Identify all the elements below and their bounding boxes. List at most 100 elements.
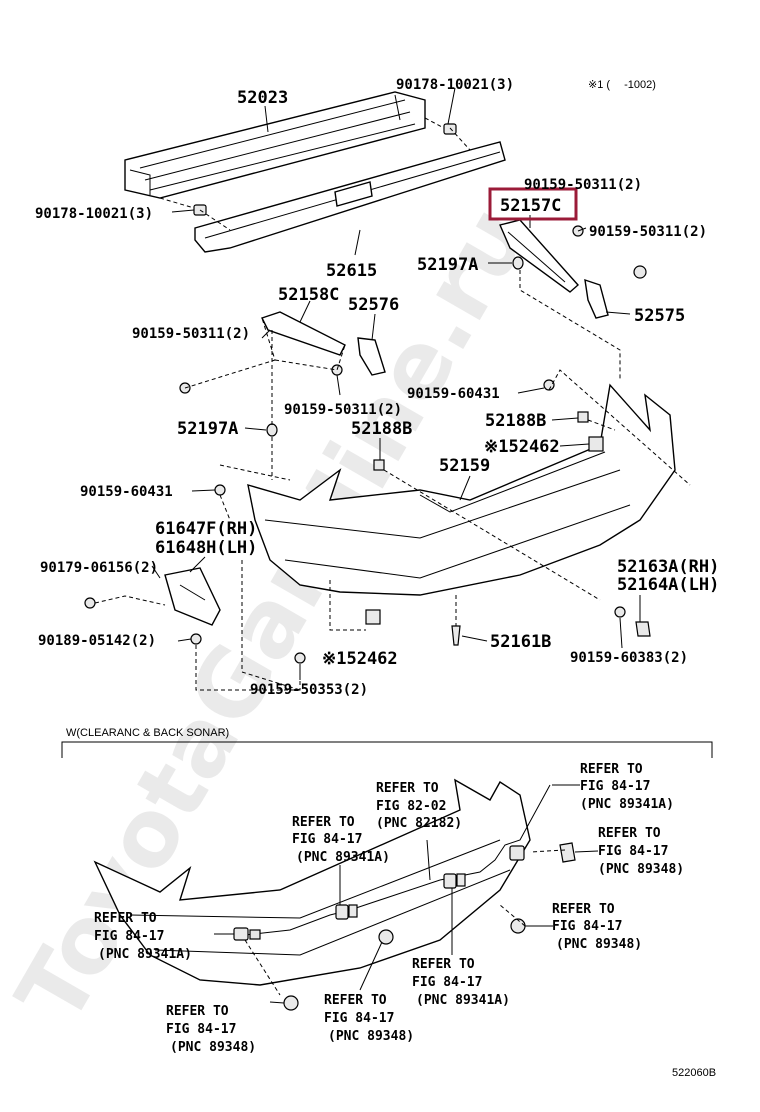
ref-r2[interactable]: REFER TO FIG 82-02 (PNC 82182) (376, 781, 462, 831)
label-52615[interactable]: 52615 (326, 261, 377, 281)
svg-text:REFER TO: REFER TO (598, 826, 661, 841)
bolt-90159-60431-right[interactable] (543, 379, 555, 391)
label-52164a[interactable]: 52164A(LH) (617, 575, 719, 595)
sonar-sensor-left-center[interactable] (335, 904, 358, 920)
label-90179-06156[interactable]: 90179-06156(2) (40, 560, 158, 576)
svg-text:FIG 84-17: FIG 84-17 (292, 832, 362, 847)
ref-r6[interactable]: REFER TO FIG 84-17 (PNC 89341A) (94, 911, 192, 962)
label-52023[interactable]: 52023 (237, 88, 288, 108)
screw-90159-50353[interactable] (294, 652, 306, 664)
ref-r5[interactable]: REFER TO FIG 84-17 (PNC 89348) (552, 902, 642, 952)
part-52163a-52164a[interactable] (635, 621, 651, 637)
label-52576[interactable]: 52576 (348, 295, 399, 315)
label-52157c[interactable]: 52157C (500, 196, 561, 216)
svg-text:REFER TO: REFER TO (292, 815, 355, 830)
sonar-sensor-left-corner[interactable] (233, 927, 261, 941)
label-90159-50311-left[interactable]: 90159-50311(2) (132, 326, 250, 342)
svg-text:FIG 84-17: FIG 84-17 (324, 1011, 394, 1026)
svg-text:FIG 84-17: FIG 84-17 (580, 779, 650, 794)
svg-text:(PNC 89341A): (PNC 89341A) (296, 850, 390, 865)
pad-52462-right[interactable] (588, 436, 604, 452)
clip-52188b-left[interactable] (373, 459, 385, 471)
svg-text:FIG 84-17: FIG 84-17 (598, 844, 668, 859)
ref-r8[interactable]: REFER TO FIG 84-17 (PNC 89348) (324, 993, 414, 1044)
label-52462-left[interactable]: ※152462 (322, 649, 398, 669)
label-61648h[interactable]: 61648H(LH) (155, 538, 257, 558)
part-52023-reinforcement[interactable] (124, 91, 426, 199)
label-90178-10021-left[interactable]: 90178-10021(3) (35, 206, 153, 222)
svg-text:(PNC 89348): (PNC 89348) (598, 862, 684, 877)
label-52188b-left[interactable]: 52188B (351, 419, 412, 439)
sonar-sensor-right-center[interactable] (443, 873, 466, 889)
label-52197a-right[interactable]: 52197A (417, 255, 478, 275)
clip-52197a-left[interactable] (266, 423, 278, 437)
ref-r9[interactable]: REFER TO FIG 84-17 (PNC 89348) (166, 1004, 256, 1055)
label-52161b[interactable]: 52161B (490, 632, 551, 652)
label-90159-50311-top[interactable]: 90159-50311(2) (524, 177, 642, 193)
sonar-sensor-right-corner[interactable] (509, 845, 525, 861)
svg-text:REFER TO: REFER TO (376, 781, 439, 796)
svg-text:REFER TO: REFER TO (166, 1004, 229, 1019)
figure-code: 522060B (672, 1067, 716, 1079)
svg-text:REFER TO: REFER TO (552, 902, 615, 917)
ref-r1[interactable]: REFER TO FIG 84-17 (PNC 89341A) (580, 762, 674, 812)
svg-text:(PNC 89341A): (PNC 89341A) (580, 797, 674, 812)
label-52163a[interactable]: 52163A(RH) (617, 557, 719, 577)
svg-text:(PNC 89348): (PNC 89348) (328, 1029, 414, 1044)
ref-r3[interactable]: REFER TO FIG 84-17 (PNC 89341A) (292, 815, 390, 865)
svg-text:FIG 84-17: FIG 84-17 (412, 975, 482, 990)
label-52575[interactable]: 52575 (634, 306, 685, 326)
highlight-box-52157c (488, 187, 578, 221)
part-61647f-61648h-bracket[interactable] (164, 567, 221, 626)
part-52158c-retainer[interactable] (261, 311, 346, 356)
screw-90189[interactable] (190, 633, 202, 645)
sonar-sensor-retainer-right-lower[interactable] (510, 918, 526, 934)
section-bracket (61, 741, 713, 758)
sonar-sensor-retainer-right[interactable] (559, 842, 576, 863)
svg-text:(PNC 89348): (PNC 89348) (170, 1040, 256, 1055)
svg-text:FIG 82-02: FIG 82-02 (376, 799, 446, 814)
label-52159[interactable]: 52159 (439, 456, 490, 476)
bolt-90159-50311-right[interactable] (633, 265, 647, 279)
part-52157c-retainer[interactable] (499, 219, 579, 293)
svg-text:(PNC 89341A): (PNC 89341A) (98, 947, 192, 962)
sonar-sensor-retainer-left[interactable] (283, 995, 299, 1011)
label-61647f[interactable]: 61647F(RH) (155, 519, 257, 539)
clip-52188b-right[interactable] (577, 411, 589, 423)
svg-text:REFER TO: REFER TO (412, 957, 475, 972)
label-52197a-left[interactable]: 52197A (177, 419, 238, 439)
bolt-90159-60431-left[interactable] (214, 484, 226, 496)
bolt-90178-left[interactable] (159, 197, 207, 216)
pad-52462-left[interactable] (365, 609, 381, 625)
nut-90179[interactable] (84, 597, 96, 609)
label-90159-50311-mid[interactable]: 90159-50311(2) (284, 402, 402, 418)
sonar-sensor-retainer-center[interactable] (378, 929, 394, 945)
part-52159-bumper-cover[interactable] (247, 383, 676, 596)
bolt-90178-right[interactable] (424, 117, 457, 135)
sonar-bumper-cover (93, 778, 531, 986)
part-52575-bracket[interactable] (584, 278, 609, 319)
label-52158c[interactable]: 52158C (278, 285, 339, 305)
label-90189-05142[interactable]: 90189-05142(2) (38, 633, 156, 649)
clip-52197a-right[interactable] (512, 256, 524, 270)
label-90159-50353[interactable]: 90159-50353(2) (250, 682, 368, 698)
svg-text:FIG 84-17: FIG 84-17 (166, 1022, 236, 1037)
bolt-90159-50311-mid[interactable] (331, 364, 343, 376)
label-90159-60431-right[interactable]: 90159-60431 (407, 386, 500, 402)
part-52615-absorber[interactable] (194, 141, 506, 253)
label-90159-60383[interactable]: 90159-60383(2) (570, 650, 688, 666)
clip-52161b[interactable] (451, 625, 461, 646)
label-90178-10021-top[interactable]: 90178-10021(3) (396, 77, 514, 93)
screw-90159-60383[interactable] (614, 606, 626, 618)
label-52188b-right[interactable]: 52188B (485, 411, 546, 431)
ref-r7[interactable]: REFER TO FIG 84-17 (PNC 89341A) (412, 957, 510, 1008)
section-title: W(CLEARANC & BACK SONAR) (66, 727, 229, 739)
svg-text:FIG 84-17: FIG 84-17 (552, 919, 622, 934)
svg-text:REFER TO: REFER TO (580, 762, 643, 777)
label-90159-60431-left[interactable]: 90159-60431 (80, 484, 173, 500)
label-52462-right[interactable]: ※152462 (484, 437, 560, 457)
svg-text:(PNC 89341A): (PNC 89341A) (416, 993, 510, 1008)
label-90159-50311-right[interactable]: 90159-50311(2) (589, 224, 707, 240)
ref-r4[interactable]: REFER TO FIG 84-17 (PNC 89348) (598, 826, 684, 877)
